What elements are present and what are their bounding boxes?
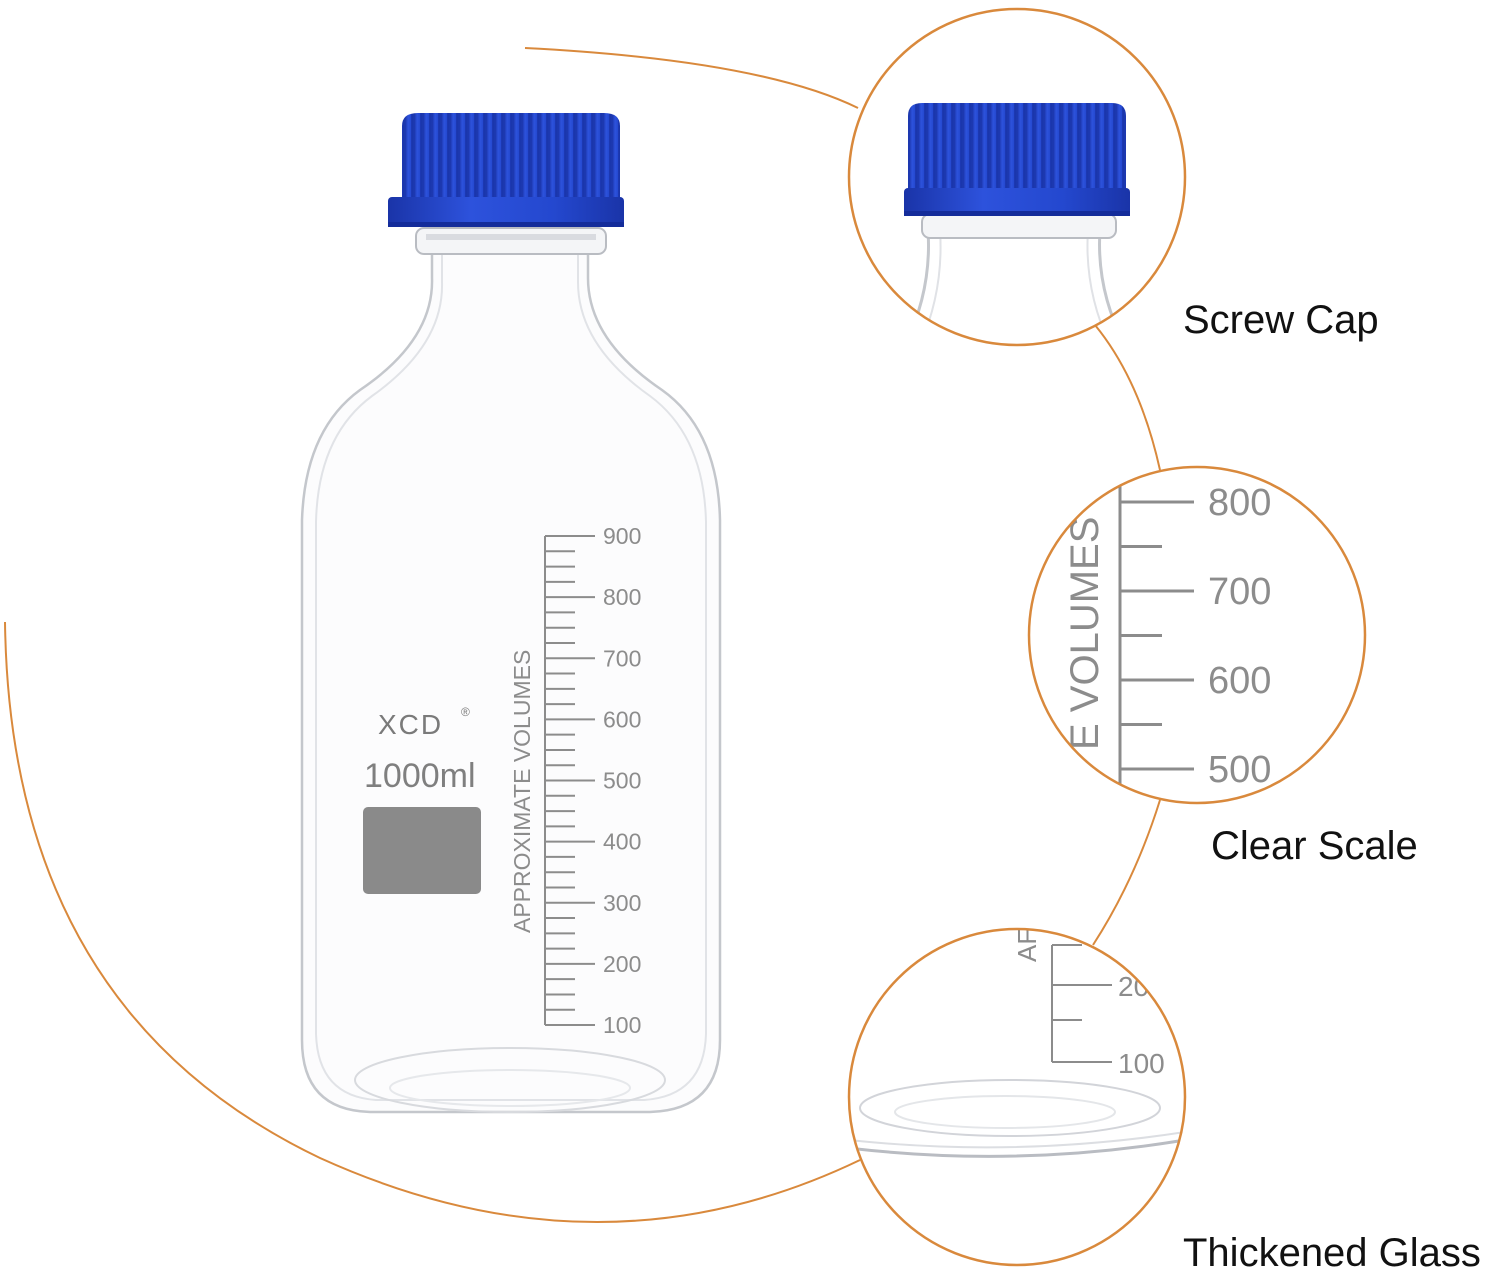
scale-label: 900 — [603, 523, 641, 549]
zoom-graduation-scale: 800 700 600 500 — [1118, 472, 1271, 803]
zoom-scale-label: 800 — [1208, 482, 1271, 524]
connector-arc-right-lower — [1092, 799, 1161, 946]
zoom-cap-band — [904, 188, 1130, 216]
zoom-circle-bottom: AF 20 100 — [847, 927, 1187, 1267]
zoom-cap-top — [908, 103, 1126, 192]
zoom-scale-label: 600 — [1208, 660, 1271, 702]
scale-label: 300 — [603, 890, 641, 916]
zoom-neck-ring — [921, 213, 1117, 239]
bottle — [300, 227, 722, 1114]
zoom-scale-label: 700 — [1208, 571, 1271, 613]
connector-arc-large-left — [4, 621, 861, 1223]
callout-screw-cap: Screw Cap — [1183, 298, 1379, 342]
callout-clear-scale: Clear Scale — [1211, 824, 1418, 868]
scale-title: APPROXIMATE VOLUMES — [509, 650, 535, 933]
scale-label: 500 — [603, 768, 641, 794]
scale-label: 800 — [603, 584, 641, 610]
registered-mark: ® — [461, 705, 470, 719]
bottle-capacity: 1000ml — [364, 757, 476, 795]
connector-arc-right-upper — [1094, 324, 1161, 471]
bottle-screw-cap — [388, 113, 624, 227]
connector-lines — [4, 47, 1161, 1223]
zoom-bottom-value: 100 — [1118, 1048, 1165, 1079]
bottle-inner-wall — [315, 252, 707, 1101]
zoom-circle-cap — [847, 7, 1187, 347]
scale-label: 400 — [603, 829, 641, 855]
connector-arc-top — [524, 47, 859, 109]
scale-label: 600 — [603, 706, 641, 732]
zoom-scale-label: 500 — [1208, 749, 1271, 791]
graduation-scale: 900 800 700 600 500 400 300 200 100 — [544, 523, 641, 1038]
scale-label: 100 — [603, 1012, 641, 1038]
bottle-brand: XCD — [378, 709, 443, 740]
zoom-circle-scale: E VOLUMES 800 700 600 500 — [1027, 465, 1367, 805]
bottle-neck-ring — [415, 227, 607, 255]
bottle-base-ellipse — [354, 1047, 666, 1113]
callout-thickened-glass: Thickened Glass — [1183, 1231, 1481, 1275]
zoom-scale-title: E VOLUMES — [1063, 517, 1107, 750]
bottle-label-area — [363, 807, 481, 894]
bottle-glass-outline — [300, 246, 722, 1114]
scale-label: 200 — [603, 951, 641, 977]
zoom-bottom-title: AF — [1012, 929, 1042, 962]
scale-label: 700 — [603, 645, 641, 671]
